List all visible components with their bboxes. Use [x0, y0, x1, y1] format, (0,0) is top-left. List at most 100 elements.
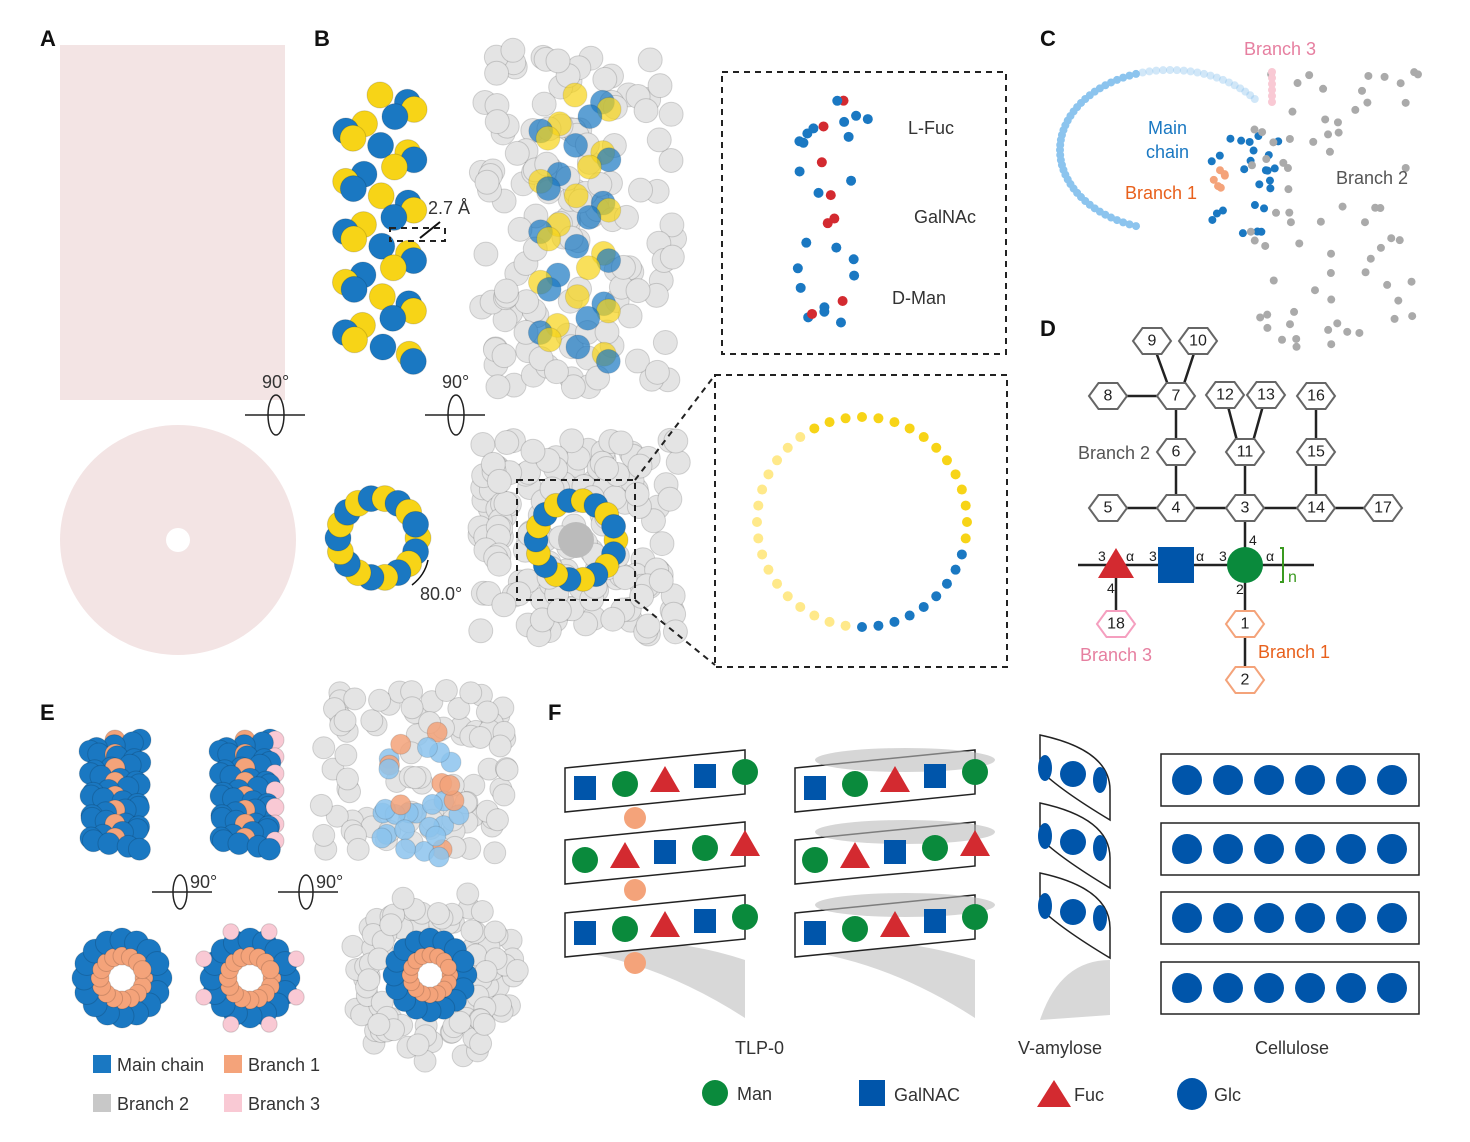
legend-branch-1: Branch 1 [248, 1055, 320, 1075]
man-circle-icon [842, 771, 868, 797]
atom [1284, 185, 1293, 194]
helix-cavity-shadow [815, 748, 995, 772]
glc-circle-icon [1377, 973, 1407, 1003]
atom [1325, 147, 1334, 156]
legend-swatch-main-chain [93, 1055, 111, 1073]
hexagon-1: 1 [1224, 610, 1266, 638]
sugar-sphere [379, 304, 407, 332]
atom [1269, 138, 1278, 147]
sugar-sphere [390, 733, 412, 755]
linkage-3: 3 [1219, 548, 1227, 564]
sugar-sphere [340, 275, 368, 303]
atom [1351, 105, 1360, 114]
hexagon-16: 16 [1295, 382, 1337, 410]
atom [1292, 334, 1301, 343]
atom [1408, 312, 1417, 321]
fuc-triangle-icon [960, 830, 990, 856]
sugar-sphere [257, 837, 281, 861]
hexagon-15: 15 [1295, 438, 1337, 466]
label-tlp0: TLP-0 [735, 1038, 784, 1058]
sugar-sphere [426, 902, 450, 926]
atom [1218, 206, 1227, 215]
atom [1212, 73, 1221, 82]
glc-circle-icon [1038, 755, 1052, 781]
hexagon-label: 6 [1172, 444, 1181, 461]
atom [1333, 319, 1342, 328]
atom [1290, 307, 1299, 316]
atom [831, 242, 842, 253]
atom [1268, 68, 1276, 76]
atom [1218, 75, 1227, 84]
atom [1246, 91, 1255, 100]
hexagon-13: 13 [1245, 381, 1287, 409]
atom [809, 423, 820, 434]
fuc-triangle-icon [650, 911, 680, 937]
label-galnac: GalNAc [914, 207, 976, 227]
glc-circle-icon [1038, 893, 1052, 919]
atom [816, 157, 827, 168]
atom [1383, 280, 1392, 289]
linkage-4: 4 [1107, 580, 1115, 596]
hexagon-shape [1177, 327, 1219, 355]
inset-density-box [721, 71, 1007, 355]
hexagon-shape [1224, 494, 1266, 522]
atom [1285, 320, 1294, 329]
atom [1193, 68, 1202, 77]
sugar-sphere [367, 131, 395, 159]
inset-ring-box [714, 374, 1008, 668]
sugar-sphere [368, 688, 392, 712]
label-l-fuc: L-Fuc [908, 118, 954, 138]
sugar-sphere [380, 153, 408, 181]
branch-sphere [624, 879, 646, 901]
man-circle-icon [612, 771, 638, 797]
branch-sphere [624, 807, 646, 829]
sugar-sphere [531, 91, 557, 117]
hexagon-label: 17 [1374, 500, 1392, 517]
atom [763, 564, 774, 575]
atom [1268, 98, 1276, 106]
hexagon-shape [1087, 494, 1129, 522]
sugar-sphere [421, 793, 443, 815]
atom [857, 412, 867, 422]
glc-circle-icon [1254, 973, 1284, 1003]
atom [918, 432, 929, 443]
atom [772, 455, 783, 466]
sugar-sphere [505, 959, 529, 983]
man-circle-icon [962, 904, 988, 930]
sugar-sphere [659, 244, 685, 270]
linkage-3: 3 [1149, 548, 1157, 564]
atom [904, 423, 915, 434]
atom [1172, 66, 1181, 75]
atom [1199, 69, 1208, 78]
hexagon-9: 9 [1131, 327, 1173, 355]
atom [1380, 72, 1389, 81]
sugar-sphere [379, 913, 403, 937]
atom [840, 413, 851, 424]
cellulose-chain-box [1160, 891, 1420, 945]
glc-circle-icon [1336, 834, 1366, 864]
glc-circle-icon [1213, 834, 1243, 864]
atom [1326, 269, 1335, 278]
hexagon-label: 18 [1107, 616, 1125, 633]
sugar-sphere [474, 169, 500, 195]
atom [1245, 137, 1254, 146]
atom [1263, 323, 1272, 332]
sugar-sphere [564, 233, 590, 259]
sugar-sphere [536, 276, 562, 302]
sugar-sphere [367, 182, 395, 210]
sugar-sphere [474, 959, 498, 983]
atom [1261, 241, 1270, 250]
sugar-sphere [390, 794, 412, 816]
hexagon-label: 1 [1241, 616, 1250, 633]
glc-circle-icon [1172, 973, 1202, 1003]
repeat-bracket [1280, 547, 1284, 583]
atom [846, 175, 857, 186]
atom [1327, 295, 1336, 304]
hexagon-18: 18 [1095, 610, 1137, 638]
sugar-sphere [227, 832, 251, 856]
hexagon-6: 6 [1155, 438, 1197, 466]
hexagon-11: 11 [1224, 438, 1266, 466]
sugar-sphere [494, 429, 520, 455]
atom [1206, 71, 1215, 80]
